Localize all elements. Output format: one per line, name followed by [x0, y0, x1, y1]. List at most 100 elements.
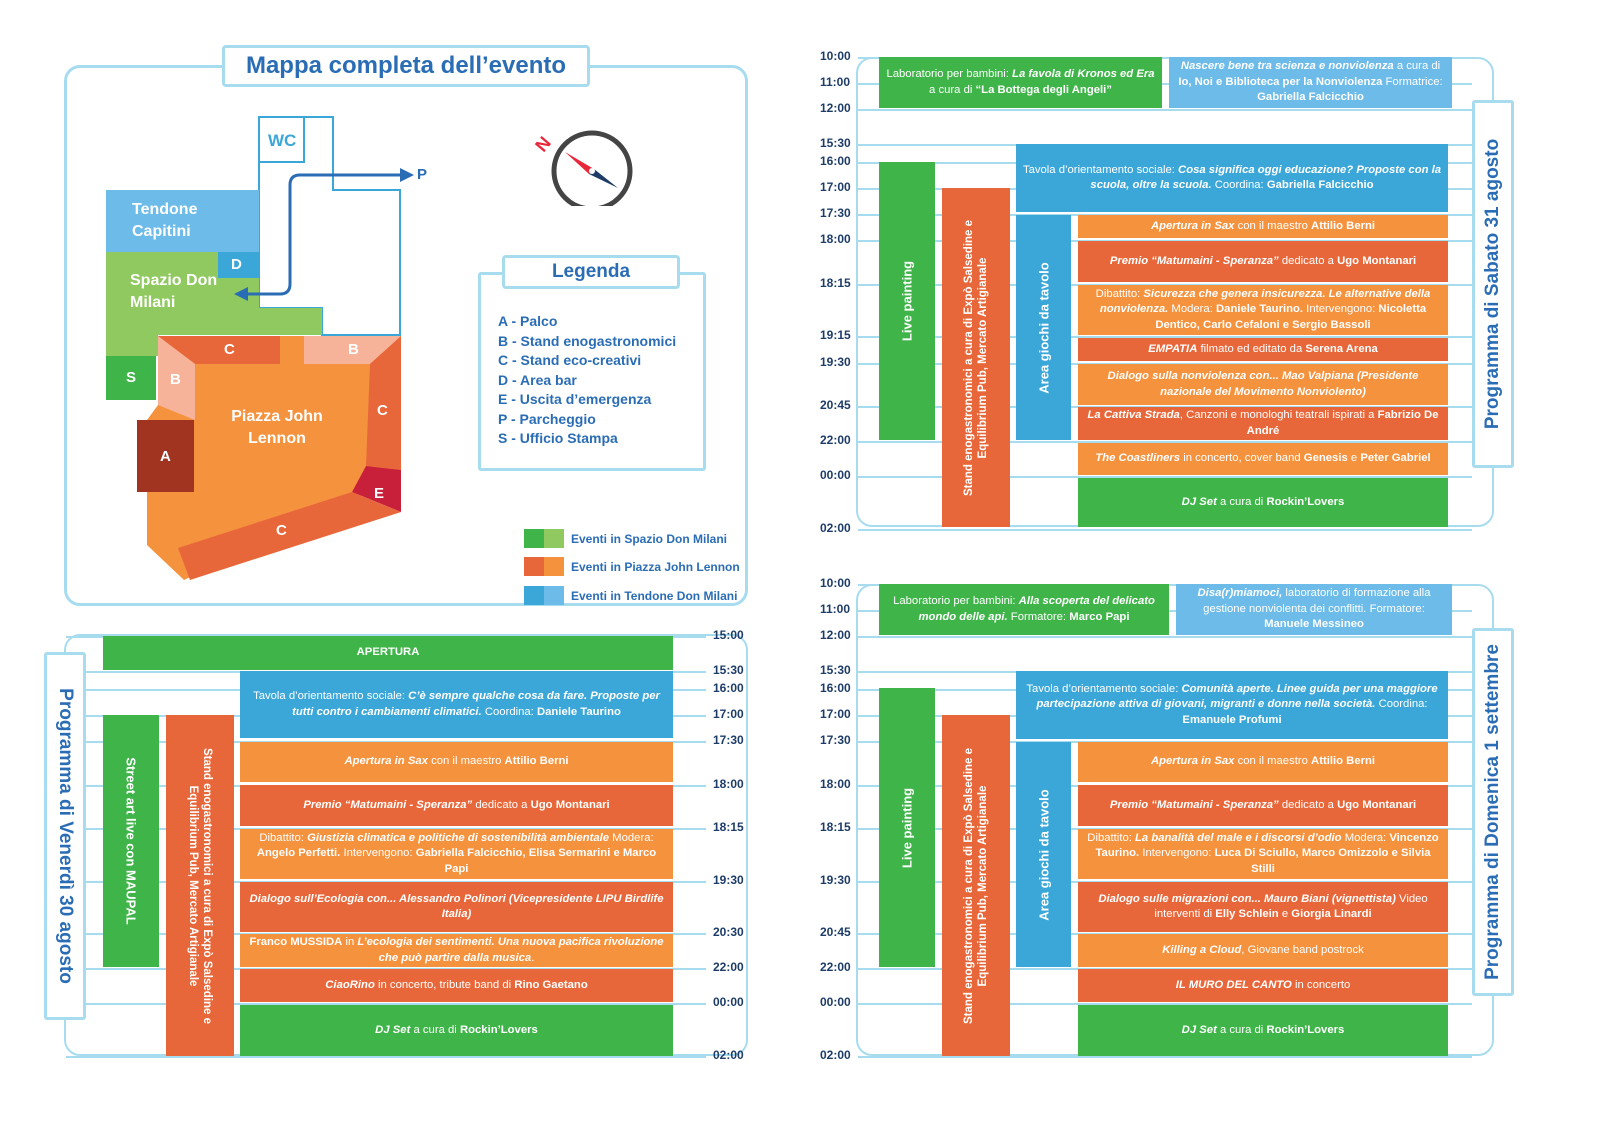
event-premio-venerdi: Premio “Matumaini - Speranza” dedicato a… [240, 785, 673, 826]
parking-route [240, 173, 400, 296]
event-dj-sabato: DJ Set a cura di Rockin’Lovers [1078, 478, 1448, 527]
label-p: P [417, 166, 428, 183]
time-label: 12:00 [820, 101, 851, 115]
tendone-area [106, 190, 259, 252]
legend-item: S - Ufficio Stampa [498, 430, 618, 446]
event-dj-domenica: DJ Set a cura di Rockin’Lovers [1078, 1005, 1448, 1056]
legend-item: P - Parcheggio [498, 410, 596, 427]
time-gridline [858, 636, 1472, 638]
key-swatch-blue [524, 586, 564, 605]
key-swatch-orange [524, 557, 564, 576]
s-area [106, 356, 156, 400]
time-label: 16:00 [820, 154, 851, 168]
time-gridline [858, 933, 1472, 935]
time-label: 15:30 [713, 663, 744, 677]
time-label: 17:30 [713, 733, 744, 747]
live-painting-sabato: Live painting [879, 162, 935, 440]
event-mussida: Franco MUSSIDA in L’ecologia dei sentime… [240, 934, 673, 967]
venerdi-title-box: Programma di Venerdì 30 agosto [44, 652, 86, 1020]
time-gridline [858, 1003, 1472, 1005]
key-label: Eventi in Spazio Don Milani [571, 532, 728, 546]
time-label: 10:00 [820, 49, 851, 63]
event-lab-domenica: Laboratorio per bambini: Alla scoperta d… [879, 584, 1169, 635]
time-gridline [66, 1056, 706, 1058]
time-label: 18:15 [713, 820, 744, 834]
b-stand-top [304, 336, 401, 364]
event-tavola-venerdi: Tavola d’orientamento sociale: C’è sempr… [240, 671, 673, 738]
time-gridline [66, 881, 706, 883]
label-b-left: B [170, 371, 181, 388]
giochi-column-domenica: Area giochi da tavolo [1016, 742, 1071, 967]
time-gridline [66, 828, 706, 830]
legend-item: A - Palco [498, 313, 558, 329]
time-label: 02:00 [713, 1048, 744, 1062]
time-gridline [858, 240, 1472, 242]
event-dialogo-venerdi: Dialogo sull’Ecologia con... Alessandro … [240, 882, 673, 932]
event-coastliners: The Coastliners in concerto, cover band … [1078, 443, 1448, 475]
time-label: 00:00 [713, 995, 744, 1009]
time-gridline [66, 1003, 706, 1005]
label-a: A [160, 448, 171, 465]
time-label: 17:30 [820, 206, 851, 220]
time-label: 17:00 [713, 707, 744, 721]
time-gridline [858, 109, 1472, 111]
time-gridline [66, 968, 706, 970]
time-gridline [858, 214, 1472, 216]
event-tavola-sabato: Tavola d’orientamento sociale: Cosa sign… [1016, 144, 1448, 212]
time-gridline [66, 741, 706, 743]
key-swatch-green [524, 529, 564, 548]
label-c-top: C [224, 341, 235, 358]
event-lab-sabato: Laboratorio per bambini: La favola di Kr… [879, 57, 1162, 108]
event-tavola-domenica: Tavola d’orientamento sociale: Comunità … [1016, 671, 1448, 739]
stand-label: Stand enogastronomici a cura di Expò Sal… [963, 747, 989, 1024]
b-stand-left [158, 336, 195, 420]
stand-label: Stand enogastronomici a cura di Expò Sal… [187, 747, 213, 1024]
time-gridline [858, 881, 1472, 883]
time-label: 22:00 [713, 960, 744, 974]
time-label: 18:00 [713, 777, 744, 791]
time-label: 10:00 [820, 576, 851, 590]
spazio-area [106, 252, 322, 356]
label-wc: WC [268, 131, 297, 150]
label-d: D [231, 256, 242, 273]
sabato-title: Programma di Sabato 31 agosto [1482, 138, 1503, 430]
legend-item: D - Area bar [498, 371, 577, 388]
street-art-label: Street art live con MAUPAL [123, 757, 139, 925]
time-label: 00:00 [820, 995, 851, 1009]
time-gridline [858, 741, 1472, 743]
live-painting-label: Live painting [899, 260, 915, 342]
legend-item: B - Stand enogastronomici [498, 332, 677, 349]
venerdi-title: Programma di Venerdì 30 agosto [55, 688, 76, 984]
street-art-column: Street art live con MAUPAL [103, 715, 159, 967]
legend-title: Legenda [502, 255, 680, 289]
event-sax-domenica: Apertura in Sax con il maestro Attilio B… [1078, 742, 1448, 782]
time-label: 22:00 [820, 960, 851, 974]
time-gridline [858, 441, 1472, 443]
time-gridline [858, 1056, 1472, 1058]
live-painting-label: Live painting [899, 787, 915, 868]
time-gridline [858, 363, 1472, 365]
time-gridline [858, 83, 1472, 85]
event-killing-cloud: Killing a Cloud, Giovane band postrock [1078, 934, 1448, 967]
stand-column-domenica: Stand enogastronomici a cura di Expò Sal… [942, 715, 1010, 1056]
c-stand-right [366, 336, 401, 470]
time-label: 17:00 [820, 707, 851, 721]
time-label: 02:00 [820, 521, 851, 535]
piazza-area [147, 336, 401, 580]
time-label: 18:15 [820, 276, 851, 290]
compass-icon [551, 130, 633, 206]
giochi-label: Area giochi da tavolo [1036, 788, 1051, 921]
label-e: E [374, 485, 385, 502]
time-label: 11:00 [820, 602, 851, 616]
time-label: 15:30 [820, 136, 851, 150]
time-label: 00:00 [820, 468, 851, 482]
time-label: 17:00 [820, 180, 851, 194]
time-label: 18:00 [820, 232, 851, 246]
event-sax-venerdi: Apertura in Sax con il maestro Attilio B… [240, 742, 673, 782]
label-s: S [126, 369, 137, 386]
event-premio-sabato: Premio “Matumaini - Speranza” dedicato a… [1078, 241, 1448, 282]
time-label: 16:00 [820, 681, 851, 695]
time-gridline [66, 933, 706, 935]
stand-column-sabato: Stand enogastronomici a cura di Expò Sal… [942, 188, 1010, 527]
time-label: 11:00 [820, 75, 851, 89]
